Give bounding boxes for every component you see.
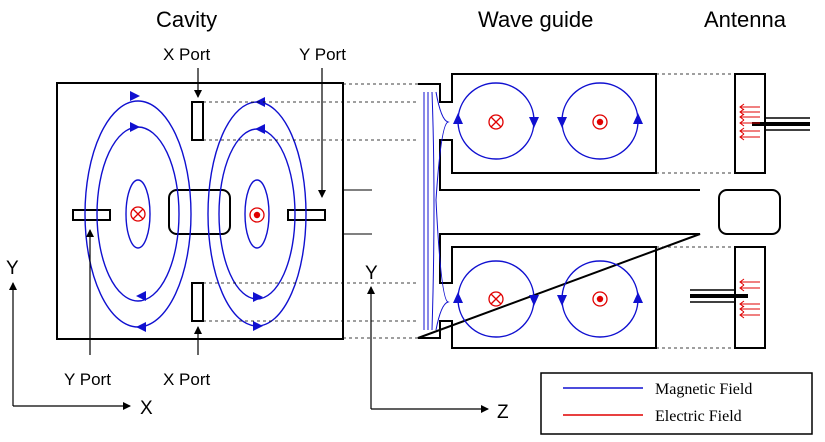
antenna-center-slot [718,189,781,235]
heading-cavity: Cavity [156,7,217,32]
dot-in-circle-icon [249,207,265,223]
y-port-bottom-label: Y Port [64,370,111,389]
legend-magnetic-label: Magnetic Field [655,381,752,398]
left-y-axis-label: Y [6,258,19,279]
y-port-top-label: Y Port [299,45,346,64]
field-arrow-icon [453,113,463,124]
field-arrow-icon [529,295,539,306]
projection-dashed-lines [203,73,735,349]
cavity-outline [56,82,344,340]
cavity-slot-extension-lines [343,189,372,235]
antenna-bottom-electric-field [739,278,760,319]
field-arrow-icon [453,292,463,303]
heading-antenna: Antenna [704,7,787,32]
magnetic-loop [125,179,151,249]
field-arrow-icon [136,322,146,332]
field-arrow-icon [255,124,265,134]
field-arrow-icon [633,113,643,124]
waveguide-bottom-loops [457,260,639,338]
left-axes [9,282,131,410]
feed-field-lines [423,91,450,331]
x-port-top-label: X Port [163,45,211,64]
antenna [690,73,810,349]
field-arrow-icon [253,292,263,302]
heading-waveguide: Wave guide [478,7,593,32]
x-in-circle-icon [488,291,504,307]
x-port-top-slot [191,101,204,141]
cavity-center-slot [168,189,231,235]
field-arrow-icon [633,292,643,303]
left-x-axis-label: X [140,398,153,419]
dot-in-circle-icon [592,291,608,307]
right-y-axis-label: Y [365,263,378,284]
cavity [56,82,344,340]
legend-box [540,372,813,435]
x-in-circle-icon [130,206,146,222]
legend-electric-label: Electric Field [655,408,742,425]
dot-in-circle-icon [592,114,608,130]
field-arrow-icon [253,321,263,331]
x-port-bottom-label: X Port [163,370,211,389]
waveguide-outline [417,73,701,349]
x-in-circle-icon [488,114,504,130]
waveguide [417,73,701,349]
right-z-axis-label: Z [497,402,509,423]
field-arrow-icon [130,91,140,101]
field-arrow-icon [130,122,140,132]
waveguide-top-loops [457,82,639,160]
waveguide-field-arrows [453,113,643,306]
right-axes [367,286,489,413]
field-arrow-icon [557,295,567,306]
antenna-top-electric-field [739,103,760,141]
field-arrow-icon [136,291,146,301]
y-port-left-slot [72,209,111,221]
field-arrow-icon [529,117,539,128]
magnetic-loop [244,179,270,249]
field-arrow-icon [557,117,567,128]
x-port-bottom-slot [191,282,204,322]
legend: Magnetic Field Electric Field [540,372,813,435]
